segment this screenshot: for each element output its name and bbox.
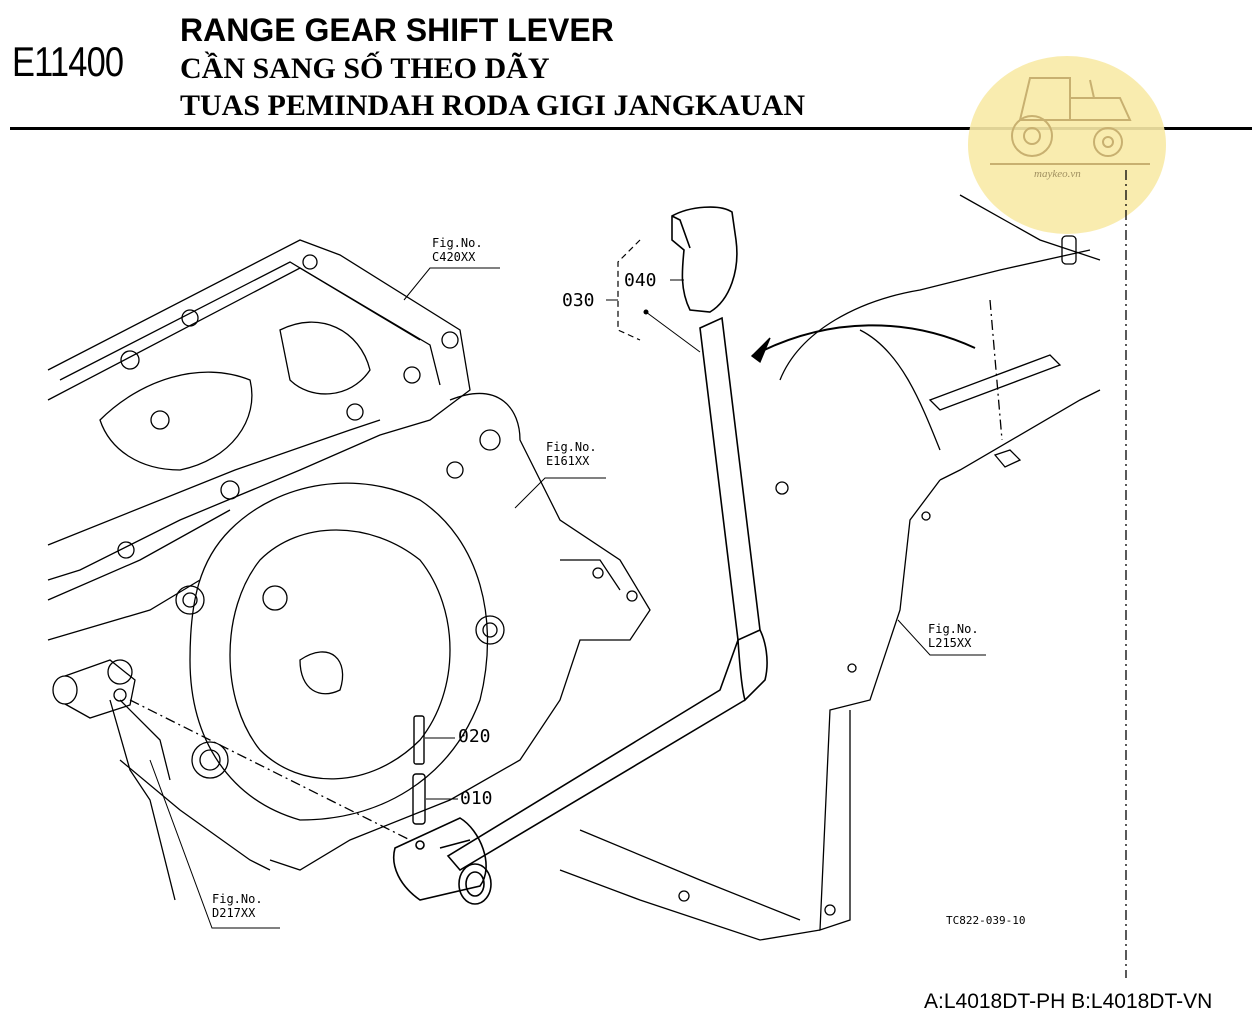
header-rule xyxy=(10,127,1252,130)
lever-sleeve xyxy=(393,817,492,905)
shift-fork-part xyxy=(52,659,176,901)
title-indonesian: TUAS PEMINDAH RODA GIGI JANGKAUAN xyxy=(180,89,806,122)
part-label-040: 040 xyxy=(624,270,657,291)
frame-plate xyxy=(559,194,1101,941)
part-label-010: 010 xyxy=(460,788,493,809)
pin-020 xyxy=(413,715,425,765)
fig-ref-c420xx: Fig.No. C420XX xyxy=(432,236,483,264)
fig-ref-e161xx: Fig.No. E161XX xyxy=(546,440,597,468)
range-shift-lever xyxy=(439,316,768,872)
title-vietnamese: CẦN SANG SỐ THEO DÃY xyxy=(180,52,550,85)
fig-ref-label: Fig.No. xyxy=(432,236,483,250)
fig-ref-code: E161XX xyxy=(546,454,590,468)
lever-knob xyxy=(671,206,738,313)
watermark-logo xyxy=(968,56,1166,234)
part-label-020: 020 xyxy=(458,726,491,747)
fig-ref-label: Fig.No. xyxy=(928,622,979,636)
title-english: RANGE GEAR SHIFT LEVER xyxy=(180,12,614,48)
fig-ref-code: C420XX xyxy=(432,250,476,264)
drawing-reference: TC822-039-10 xyxy=(946,914,1026,927)
part-label-030: 030 xyxy=(562,290,595,311)
fig-ref-code: D217XX xyxy=(212,906,256,920)
model-applicability: A:L4018DT-PH B:L4018DT-VN xyxy=(924,990,1213,1013)
fig-ref-label: Fig.No. xyxy=(212,892,263,906)
fig-ref-d217xx: Fig.No. D217XX xyxy=(212,892,263,920)
transmission-housing xyxy=(47,239,471,641)
fig-ref-label: Fig.No. xyxy=(546,440,597,454)
fig-ref-code: L215XX xyxy=(928,636,972,650)
tractor-icon xyxy=(990,77,1150,165)
clutch-housing xyxy=(119,393,651,871)
pin-010 xyxy=(412,773,426,825)
fig-ref-l215xx: Fig.No. L215XX xyxy=(928,622,979,650)
section-code: E11400 xyxy=(12,38,124,85)
watermark-text: maykeo.vn xyxy=(1034,168,1081,180)
